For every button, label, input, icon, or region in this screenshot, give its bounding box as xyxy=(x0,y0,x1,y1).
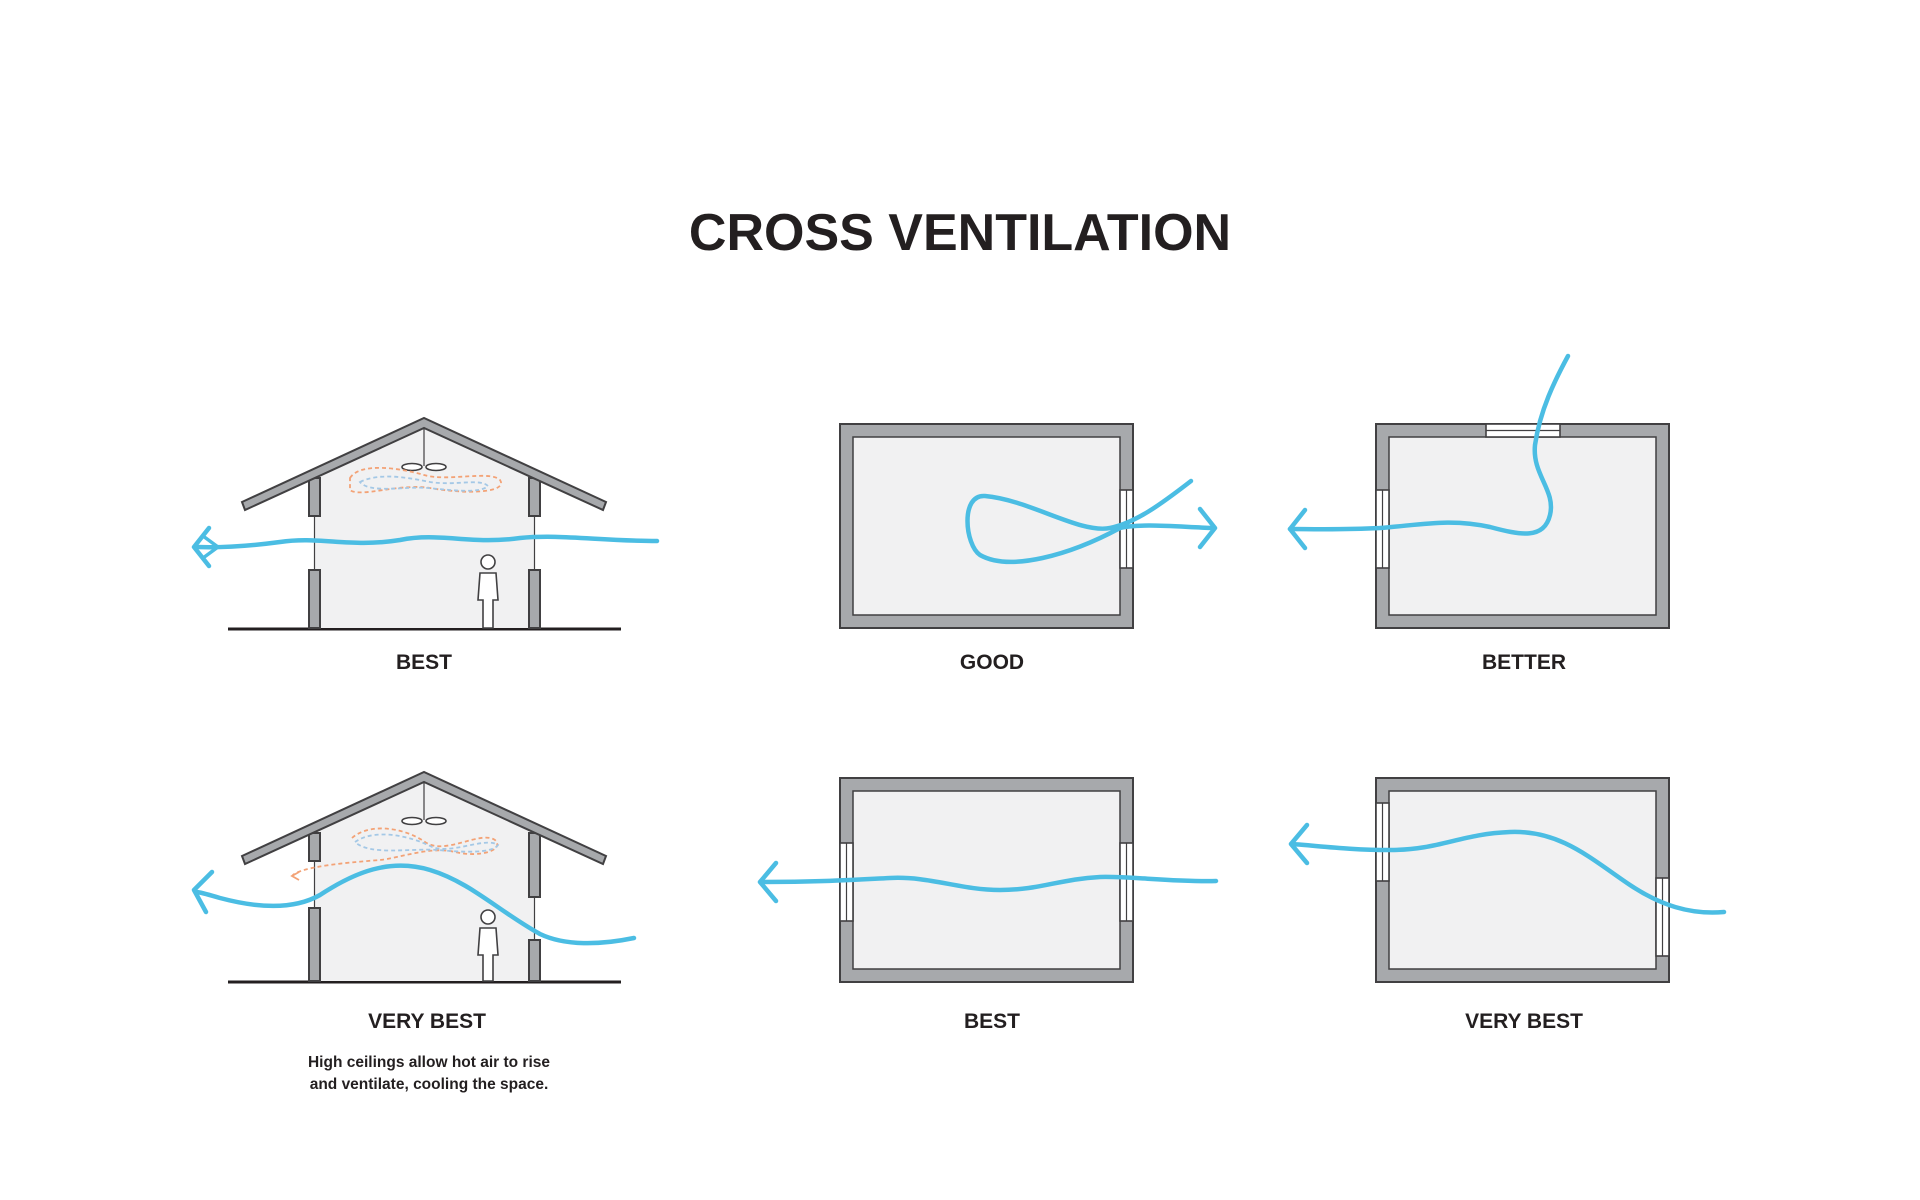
airflow-arrow xyxy=(759,874,1219,893)
ceiling-fan-icon-blade xyxy=(425,816,447,826)
plan-floor xyxy=(1388,790,1657,970)
gable-roof xyxy=(240,770,608,866)
airflow-arrow xyxy=(1289,829,1727,915)
ceiling-fan-icon xyxy=(401,816,423,826)
plan-very-best xyxy=(1288,777,1727,983)
section-post-right-lower xyxy=(528,569,541,629)
plan-very-best-label: VERY BEST xyxy=(1465,1010,1583,1033)
arrowhead-icon xyxy=(757,860,779,904)
ceiling-fan-icon xyxy=(401,462,423,472)
plan-good xyxy=(839,423,1218,629)
section-post-left-upper xyxy=(308,477,321,517)
arrowhead-icon xyxy=(191,869,215,915)
cool-air-loop xyxy=(353,833,500,853)
section-bottom xyxy=(191,770,637,984)
section-top-label: BEST xyxy=(396,651,452,674)
section-caption-line2: and ventilate, cooling the space. xyxy=(310,1076,549,1093)
section-top xyxy=(191,416,660,631)
section-post-left-lower xyxy=(308,569,321,629)
section-post-left-upper xyxy=(308,832,321,862)
person-icon xyxy=(477,909,499,982)
plan-best-label: BEST xyxy=(964,1010,1020,1033)
section-interior xyxy=(314,774,534,981)
section-caption-line1: High ceilings allow hot air to rise xyxy=(308,1054,550,1071)
arrowhead-icon xyxy=(191,525,212,569)
hot-air-loop xyxy=(291,827,498,877)
airflow-loop xyxy=(965,478,1215,564)
plan-better-label: BETTER xyxy=(1482,651,1566,674)
arrowhead-icon xyxy=(1287,507,1308,551)
section-post-right-upper xyxy=(528,477,541,517)
plan-best xyxy=(757,777,1219,983)
section-post-right-upper xyxy=(528,832,541,898)
person-icon xyxy=(477,554,499,629)
gable-roof xyxy=(240,416,608,512)
airflow-arrow xyxy=(1287,353,1571,536)
plan-good-label: GOOD xyxy=(960,651,1024,674)
airflow-arrow xyxy=(194,534,660,550)
section-bottom-label: VERY BEST xyxy=(368,1010,486,1033)
section-post-right-lower xyxy=(528,939,541,982)
ceiling-fan-icon-blade xyxy=(425,462,447,472)
plan-better xyxy=(1287,353,1670,629)
page-title: CROSS VENTILATION xyxy=(689,204,1231,262)
arrowhead-icon xyxy=(1197,506,1218,550)
section-post-left-lower xyxy=(308,907,321,982)
airflow-arrow xyxy=(194,863,637,946)
plan-floor xyxy=(1388,436,1657,616)
arrowhead-icon xyxy=(1288,822,1310,866)
